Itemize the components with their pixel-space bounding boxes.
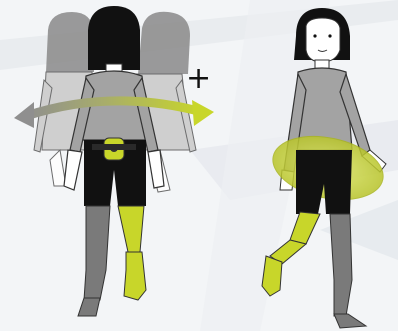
plus-symbol: + (186, 64, 211, 94)
hair (88, 6, 140, 70)
